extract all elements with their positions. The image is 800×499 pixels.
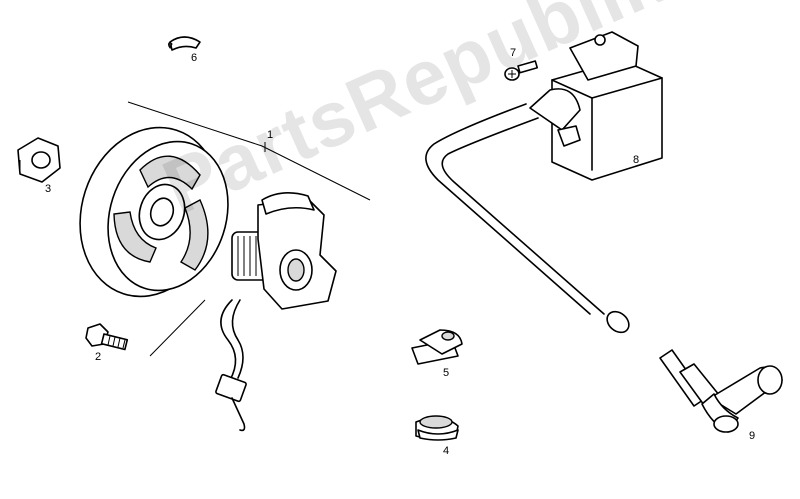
part-number-8: 8 xyxy=(633,154,640,166)
part-number-6: 6 xyxy=(191,52,198,64)
part-number-7: 7 xyxy=(510,47,517,59)
part-number-3: 3 xyxy=(45,183,52,195)
part-3-hex-nut xyxy=(17,137,61,183)
part-number-4: 4 xyxy=(443,445,450,457)
part-2-bolt xyxy=(85,323,129,351)
part-number-9: 9 xyxy=(749,430,756,442)
flywheel-rotor xyxy=(79,126,229,298)
part-7-screw xyxy=(504,60,539,81)
part-4-rubber-bush xyxy=(415,415,459,441)
part-9-spark-plug-cap xyxy=(659,349,783,433)
part-number-5: 5 xyxy=(443,367,450,379)
stator-pickup xyxy=(215,192,337,432)
part-8-ignition-coil xyxy=(425,31,663,334)
part-6-key xyxy=(168,36,201,51)
part-5-cable-clip xyxy=(411,329,463,365)
part-number-2: 2 xyxy=(95,351,102,363)
part-1-leader-line xyxy=(127,101,371,357)
part-number-1: 1 xyxy=(267,129,274,141)
